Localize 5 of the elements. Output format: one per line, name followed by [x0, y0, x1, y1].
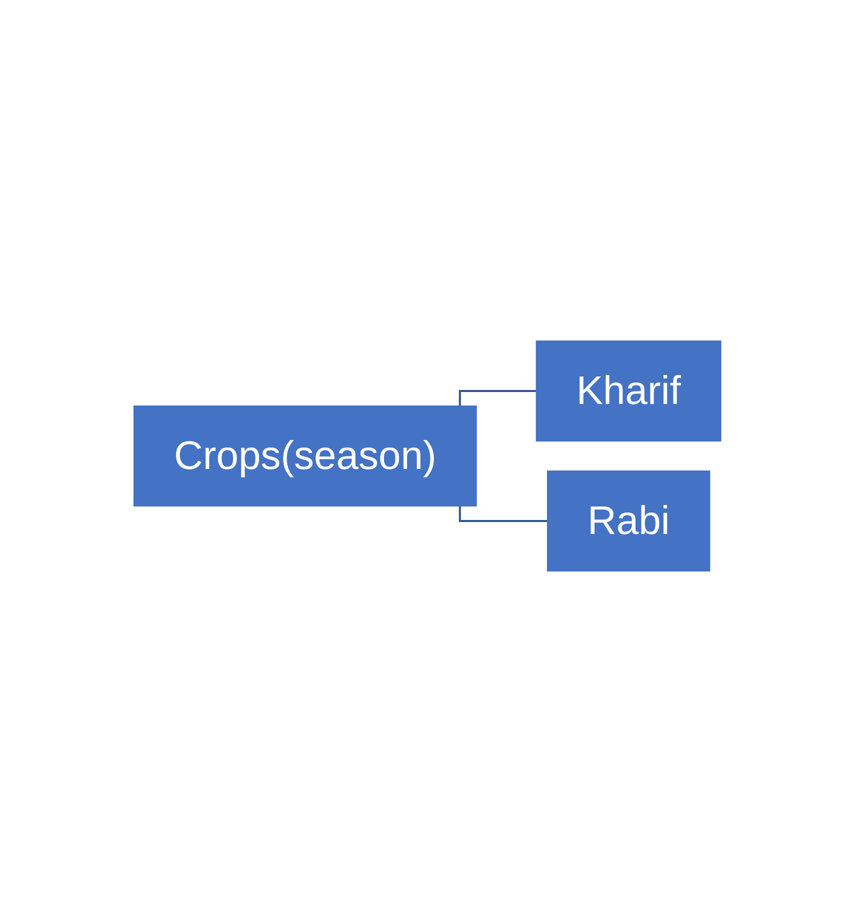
- node-box: Crops(season): [133, 405, 476, 506]
- connector: [458, 390, 536, 406]
- connector: [458, 506, 548, 522]
- node-box: Rabi: [546, 470, 710, 571]
- node-box: Kharif: [535, 340, 721, 441]
